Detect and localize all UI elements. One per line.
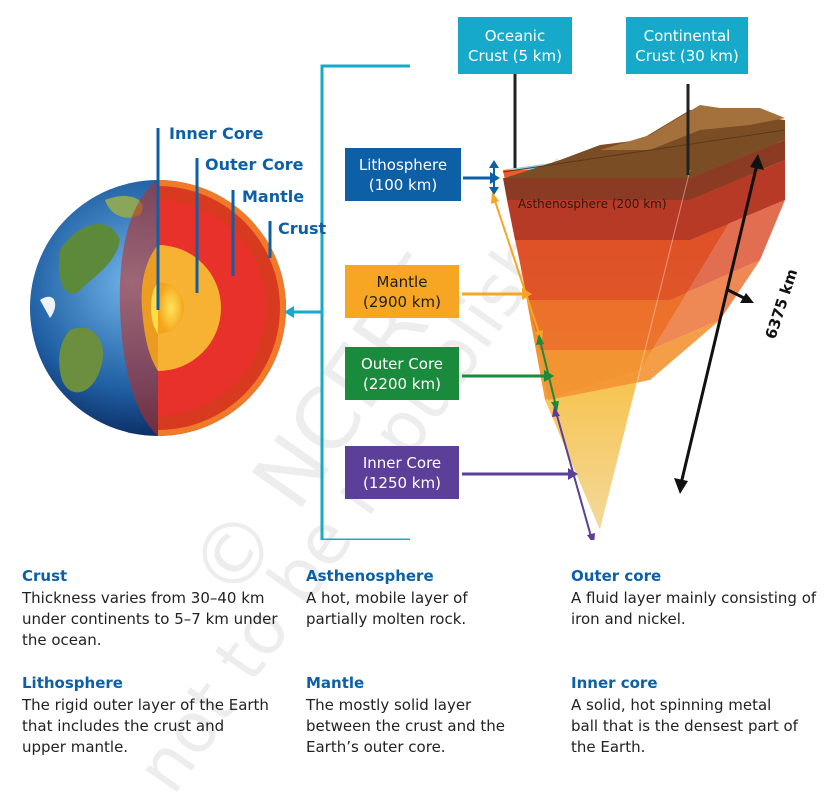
mantle-box: Mantle (2900 km) <box>345 265 459 318</box>
outer-core-box: Outer Core (2200 km) <box>345 347 459 400</box>
inner-core-description-title: Inner core <box>571 674 658 692</box>
asthenosphere-description-title: Asthenosphere <box>306 567 434 585</box>
oceanic-crust-line2: Crust (5 km) <box>468 46 562 65</box>
crust-description-text: Thickness varies from 30–40 km under con… <box>22 589 278 649</box>
lithosphere-line2: (100 km) <box>368 175 438 194</box>
mantle-line1: Mantle <box>376 272 428 291</box>
inner-core-label: Inner Core <box>169 124 264 143</box>
radius-label: 6375 km <box>762 267 802 342</box>
lithosphere-description: Lithosphere The rigid outer layer of the… <box>22 673 272 758</box>
oceanic-crust-box: Oceanic Crust (5 km) <box>458 17 572 74</box>
inner-core-description: Inner core A solid, hot spinning metal b… <box>571 673 801 758</box>
crust-description: Crust Thickness varies from 30–40 km und… <box>22 566 287 651</box>
asthenosphere-label: Asthenosphere (200 km) <box>518 197 667 211</box>
mantle-line2: (2900 km) <box>363 292 441 311</box>
lithosphere-line1: Lithosphere <box>358 155 448 174</box>
inner-core-line2: (1250 km) <box>363 473 441 492</box>
continental-crust-box: Continental Crust (30 km) <box>626 17 748 74</box>
outer-core-label: Outer Core <box>205 155 304 174</box>
mantle-description-title: Mantle <box>306 674 365 692</box>
crust-description-title: Crust <box>22 567 68 585</box>
earth-wedge <box>502 105 786 531</box>
oceanic-crust-line1: Oceanic <box>484 26 546 45</box>
outer-core-line2: (2200 km) <box>363 374 441 393</box>
inner-core-description-text: A solid, hot spinning metal ball that is… <box>571 696 798 756</box>
inner-core-box: Inner Core (1250 km) <box>345 446 459 499</box>
outer-core-description: Outer core A fluid layer mainly consisti… <box>571 566 821 630</box>
lithosphere-description-text: The rigid outer layer of the Earth that … <box>22 696 269 756</box>
continental-crust-line1: Continental <box>643 26 731 45</box>
asthenosphere-description: Asthenosphere A hot, mobile layer of par… <box>306 566 526 630</box>
lithosphere-description-title: Lithosphere <box>22 674 123 692</box>
outer-core-description-title: Outer core <box>571 567 662 585</box>
earth-layers-diagram: Asthenosphere (200 km) 6375 km <box>30 64 802 540</box>
outer-core-line1: Outer Core <box>360 354 444 373</box>
asthenosphere-description-text: A hot, mobile layer of partially molten … <box>306 589 468 628</box>
mantle-description: Mantle The mostly solid layer between th… <box>306 673 531 758</box>
outer-core-description-text: A fluid layer mainly consisting of iron … <box>571 589 817 628</box>
continental-crust-line2: Crust (30 km) <box>635 46 739 65</box>
lithosphere-box: Lithosphere (100 km) <box>345 148 461 201</box>
crust-label: Crust <box>278 219 327 238</box>
mantle-label: Mantle <box>242 187 305 206</box>
inner-core-line1: Inner Core <box>362 453 442 472</box>
mantle-description-text: The mostly solid layer between the crust… <box>306 696 506 756</box>
globe <box>30 180 286 436</box>
